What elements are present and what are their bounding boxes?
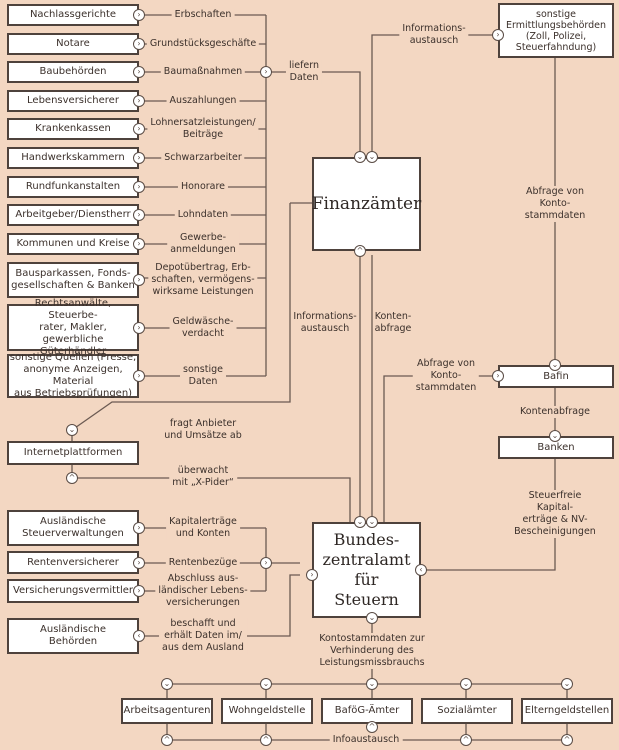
agency-node: BaföG-Ämter: [321, 698, 413, 724]
arrow-right-icon: ›: [492, 370, 504, 382]
arrow-right-icon: ›: [133, 152, 145, 164]
arrow-right-icon: ›: [260, 66, 272, 78]
chevron-up-icon: ^: [66, 472, 78, 484]
finanzaemter-node: Finanzämter: [312, 157, 421, 251]
source-data-label: Gewerbe- anmeldungen: [167, 232, 239, 256]
chevron-up-icon: ^: [260, 734, 272, 746]
arrow-right-icon: ›: [133, 238, 145, 250]
arrow-right-icon: ›: [492, 29, 504, 41]
label-abfrage-konto-mid: Abfrage von Konto- stammdaten: [412, 358, 480, 394]
label-steuerfrei: Steuerfreie Kapital- erträge & NV- Besch…: [511, 490, 599, 538]
chevron-down-icon: ⌄: [366, 612, 378, 624]
source-node: Handwerkskammern: [7, 147, 139, 169]
chevron-up-icon: ^: [354, 245, 366, 257]
chevron-down-icon: ⌄: [460, 678, 472, 690]
arrow-right-icon: ›: [133, 66, 145, 78]
chevron-down-icon: ⌄: [161, 678, 173, 690]
arrow-right-icon: ›: [133, 370, 145, 382]
arrow-right-icon: ›: [306, 569, 318, 581]
source-node: Baubehörden: [7, 61, 139, 83]
source-node: Nachlassgerichte: [7, 4, 139, 26]
agency-node: Elterngeldstellen: [521, 698, 613, 724]
label-infoaustausch: Infoaustausch: [329, 734, 403, 746]
source-data-label: Depotübertrag, Erb- schaften, vermögens-…: [148, 262, 258, 298]
source-data-label: Grundstücksgeschäfte: [146, 38, 260, 50]
label-kontostamm: Kontostammdaten zur Verhinderung des Lei…: [316, 633, 428, 669]
arrow-right-icon: ›: [133, 95, 145, 107]
foreign-data-label: beschafft und erhält Daten im/ aus dem A…: [159, 618, 247, 654]
label-fragt: fragt Anbieter und Umsätze ab: [161, 418, 245, 442]
foreign-data-label: Rentenbezüge: [165, 556, 241, 569]
foreign-node: Ausländische Steuerverwaltungen: [7, 510, 139, 546]
agency-node: Wohngeldstelle: [221, 698, 313, 724]
arrow-left-icon: ‹: [415, 564, 427, 576]
source-data-label: Geldwäsche- verdacht: [169, 315, 237, 340]
source-node: Kommunen und Kreise: [7, 233, 139, 255]
foreign-node: Rentenversicherer: [7, 551, 139, 574]
chevron-down-icon: ⌄: [260, 678, 272, 690]
source-node: Krankenkassen: [7, 118, 139, 140]
source-data-label: Baumaßnahmen: [160, 66, 246, 78]
chevron-down-icon: ⌄: [66, 424, 78, 436]
source-data-label: Erbschaften: [171, 9, 235, 21]
arrow-right-icon: ›: [133, 522, 145, 534]
chevron-down-icon: ⌄: [354, 151, 366, 163]
arrow-right-icon: ›: [133, 321, 145, 334]
bzst-node: Bundes- zentralamt für Steuern: [312, 522, 421, 618]
arrow-right-icon: ›: [133, 585, 145, 597]
arrow-right-icon: ›: [133, 209, 145, 221]
chevron-down-icon: ⌄: [549, 359, 561, 371]
label-info-austausch-top: Informations- austausch: [399, 23, 469, 47]
source-node: Rundfunkanstalten: [7, 176, 139, 198]
ermittlungsbehoerden-node: sonstige Ermittlungsbehörden (Zoll, Poli…: [498, 3, 614, 58]
source-node: sonstige Quellen (Presse, anonyme Anzeig…: [7, 352, 139, 399]
label-ueberwacht: überwacht mit „X-Pider“: [169, 465, 237, 489]
source-node: Arbeitgeber/Dienstherr: [7, 204, 139, 226]
label-kontenabfrage-mid: Konten- abfrage: [374, 311, 412, 334]
source-node: Lebensversicherer: [7, 90, 139, 112]
chevron-down-icon: ⌄: [561, 678, 573, 690]
agency-node: Sozialämter: [421, 698, 513, 724]
source-node: Bausparkassen, Fonds- gesellschaften & B…: [7, 262, 139, 298]
source-data-label: Auszahlungen: [166, 95, 240, 107]
foreign-data-label: Kapitalerträge und Konten: [166, 516, 240, 540]
source-node: Rechtsanwälte, Steuerbe- rater, Makler, …: [7, 298, 139, 357]
chevron-down-icon: ⌄: [366, 516, 378, 528]
arrow-right-icon: ›: [133, 181, 145, 193]
arrow-right-icon: ›: [133, 274, 145, 286]
arrow-right-icon: ›: [133, 9, 145, 21]
chevron-up-icon: ^: [161, 734, 173, 746]
source-data-label: sonstige Daten: [180, 364, 226, 388]
chevron-down-icon: ⌄: [366, 678, 378, 690]
agency-node: Arbeitsagenturen: [121, 698, 213, 724]
foreign-node: Versicherungsvermittler: [7, 579, 139, 603]
source-data-label: Honorare: [177, 181, 229, 193]
foreign-node: Ausländische Behörden: [7, 618, 139, 654]
internetplattformen-node: Internetplattformen: [7, 441, 139, 465]
arrow-right-icon: ›: [133, 556, 145, 569]
source-data-label: Schwarzarbeiter: [161, 152, 245, 164]
source-node: Notare: [7, 33, 139, 55]
arrow-right-icon: ›: [260, 557, 272, 569]
foreign-data-label: Abschluss aus- ländischer Lebens- versic…: [155, 573, 251, 609]
chevron-down-icon: ⌄: [366, 151, 378, 163]
source-data-label: Lohndaten: [174, 209, 232, 221]
label-abfrage-konto-right: Abfrage von Konto- stammdaten: [521, 186, 589, 222]
label-liefern-daten: liefern Daten: [285, 60, 323, 84]
chevron-down-icon: ⌄: [354, 516, 366, 528]
chevron-up-icon: ^: [561, 734, 573, 746]
chevron-down-icon: ⌄: [549, 430, 561, 442]
arrow-right-icon: ›: [133, 38, 145, 50]
chevron-up-icon: ^: [460, 734, 472, 746]
label-info-austausch-mid: Informations- austausch: [293, 311, 357, 334]
arrow-right-icon: ›: [133, 123, 145, 135]
label-kontenabfrage: Kontenabfrage: [517, 406, 593, 418]
chevron-up-icon: ^: [366, 721, 378, 733]
arrow-left-icon: ‹: [133, 630, 145, 642]
source-data-label: Lohnersatzleistungen/ Beiträge: [147, 117, 259, 141]
